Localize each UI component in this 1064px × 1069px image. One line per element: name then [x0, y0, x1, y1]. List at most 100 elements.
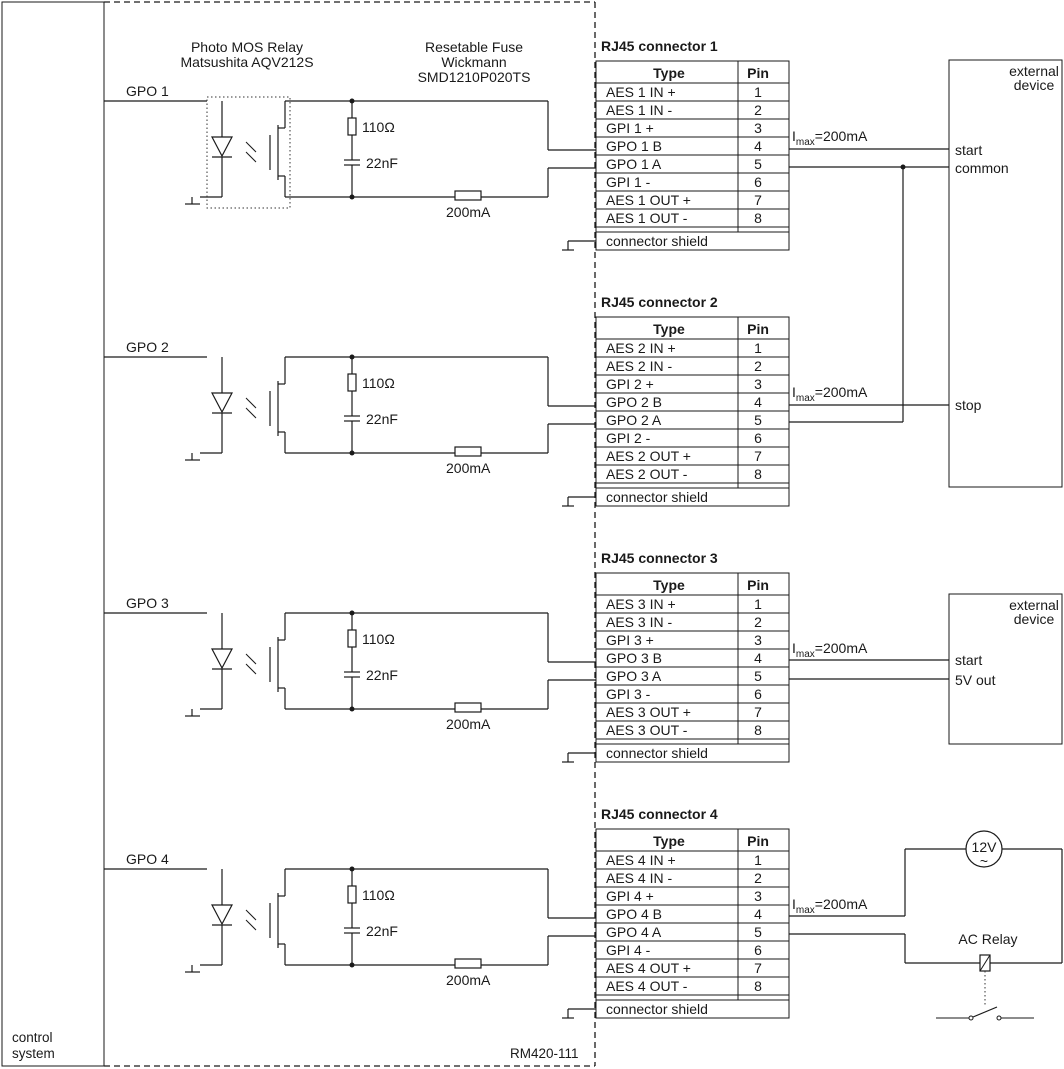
light-arrow-1 — [245, 653, 257, 665]
ac-source-label: 12V — [972, 839, 998, 855]
row-pin: 8 — [754, 722, 762, 738]
row-pin: 2 — [754, 102, 762, 118]
external-device-2-box — [948, 593, 1063, 745]
row-type: GPI 4 + — [606, 888, 654, 904]
imax-sub: max — [796, 137, 815, 148]
relay-header-1: Photo MOS Relay — [191, 39, 303, 55]
row-pin: 1 — [754, 84, 762, 100]
fuse-icon — [454, 190, 482, 201]
row-type: AES 2 IN - — [606, 358, 672, 374]
row-type: AES 3 IN - — [606, 614, 672, 630]
resistor-label: 110Ω — [362, 375, 395, 391]
light-arrow-1 — [245, 909, 257, 921]
module-label: RM420-111 — [510, 1046, 579, 1061]
connector-title: RJ45 connector 3 — [601, 550, 718, 566]
row-pin: 2 — [754, 870, 762, 886]
row-pin: 2 — [754, 614, 762, 630]
shield-label: connector shield — [606, 489, 708, 505]
row-type: GPO 3 B — [606, 650, 662, 666]
row-pin: 3 — [754, 120, 762, 136]
row-pin: 3 — [754, 376, 762, 392]
fuse-header-2: Wickmann — [441, 54, 506, 70]
gpo-label: GPO 2 — [126, 339, 169, 355]
component-headers: Photo MOS Relay Matsushita AQV212S Reset… — [180, 39, 530, 85]
row-pin: 1 — [754, 596, 762, 612]
row-type: AES 2 OUT - — [606, 466, 688, 482]
row-pin: 4 — [754, 906, 762, 922]
external-device-1-title-1: external — [1009, 63, 1059, 79]
row-type: GPI 3 + — [606, 632, 654, 648]
external-device-1-title-2: device — [1014, 77, 1055, 93]
gpo-label: GPO 4 — [126, 851, 169, 867]
row-pin: 8 — [754, 210, 762, 226]
row-type: GPO 2 A — [606, 412, 662, 428]
fuse-label: 200mA — [446, 716, 491, 732]
row-pin: 6 — [754, 430, 762, 446]
imax-i: I — [792, 640, 796, 656]
ac-relay-label: AC Relay — [958, 931, 1017, 947]
fuse-label: 200mA — [446, 460, 491, 476]
row-pin: 6 — [754, 686, 762, 702]
row-type: GPI 2 + — [606, 376, 654, 392]
header-pin: Pin — [747, 577, 769, 593]
external-device-2-title-1: external — [1009, 597, 1059, 613]
row-type: GPO 4 B — [606, 906, 662, 922]
ac-relay-coil-diagonal — [979, 954, 991, 972]
capacitor-label: 22nF — [366, 667, 398, 683]
imax-value: =200mA — [815, 128, 868, 144]
resistor-icon — [347, 373, 357, 392]
gpo-label: GPO 3 — [126, 595, 169, 611]
light-arrow-1 — [245, 141, 257, 153]
led-diode-icon — [211, 648, 233, 670]
imax-sub: max — [796, 905, 815, 916]
resistor-icon — [347, 117, 357, 136]
row-pin: 8 — [754, 978, 762, 994]
header-pin: Pin — [747, 321, 769, 337]
row-pin: 7 — [754, 704, 762, 720]
row-type: AES 1 IN + — [606, 84, 676, 100]
row-pin: 4 — [754, 394, 762, 410]
common-junction — [900, 164, 906, 170]
relay-housing — [206, 96, 291, 209]
connector-title: RJ45 connector 4 — [601, 806, 718, 822]
resistor-label: 110Ω — [362, 631, 395, 647]
relay-header-2: Matsushita AQV212S — [180, 54, 313, 70]
row-type: GPO 3 A — [606, 668, 662, 684]
fuse-label: 200mA — [446, 972, 491, 988]
external-device-2-title-2: device — [1014, 611, 1055, 627]
imax-sub: max — [796, 393, 815, 404]
light-arrow-2 — [245, 151, 257, 163]
imax-i: I — [792, 896, 796, 912]
row-pin: 4 — [754, 650, 762, 666]
resistor-label: 110Ω — [362, 119, 395, 135]
capacitor-label: 22nF — [366, 923, 398, 939]
row-pin: 1 — [754, 852, 762, 868]
external-device-1: external device start common stop — [789, 59, 1063, 488]
row-pin: 5 — [754, 668, 762, 684]
row-type: GPI 4 - — [606, 942, 651, 958]
row-pin: 5 — [754, 412, 762, 428]
imax-label: Imax=200mA — [792, 384, 868, 404]
row-type: AES 1 OUT - — [606, 210, 688, 226]
header-type: Type — [653, 321, 685, 337]
row-pin: 7 — [754, 960, 762, 976]
led-diode-icon — [211, 392, 233, 414]
external-device-1-start: start — [955, 142, 982, 158]
control-system: control system — [1, 1, 105, 1067]
gpo-label: GPO 1 — [126, 83, 169, 99]
row-pin: 5 — [754, 924, 762, 940]
resistor-icon — [347, 885, 357, 904]
resistor-icon — [347, 629, 357, 648]
row-type: AES 4 IN - — [606, 870, 672, 886]
row-type: GPI 1 + — [606, 120, 654, 136]
row-type: AES 3 IN + — [606, 596, 676, 612]
row-type: GPO 4 A — [606, 924, 662, 940]
external-device-2: external device start 5V out — [789, 593, 1063, 745]
control-system-label-2: system — [12, 1046, 55, 1061]
row-pin: 3 — [754, 888, 762, 904]
row-pin: 5 — [754, 156, 762, 172]
external-device-1-box — [948, 59, 1063, 488]
